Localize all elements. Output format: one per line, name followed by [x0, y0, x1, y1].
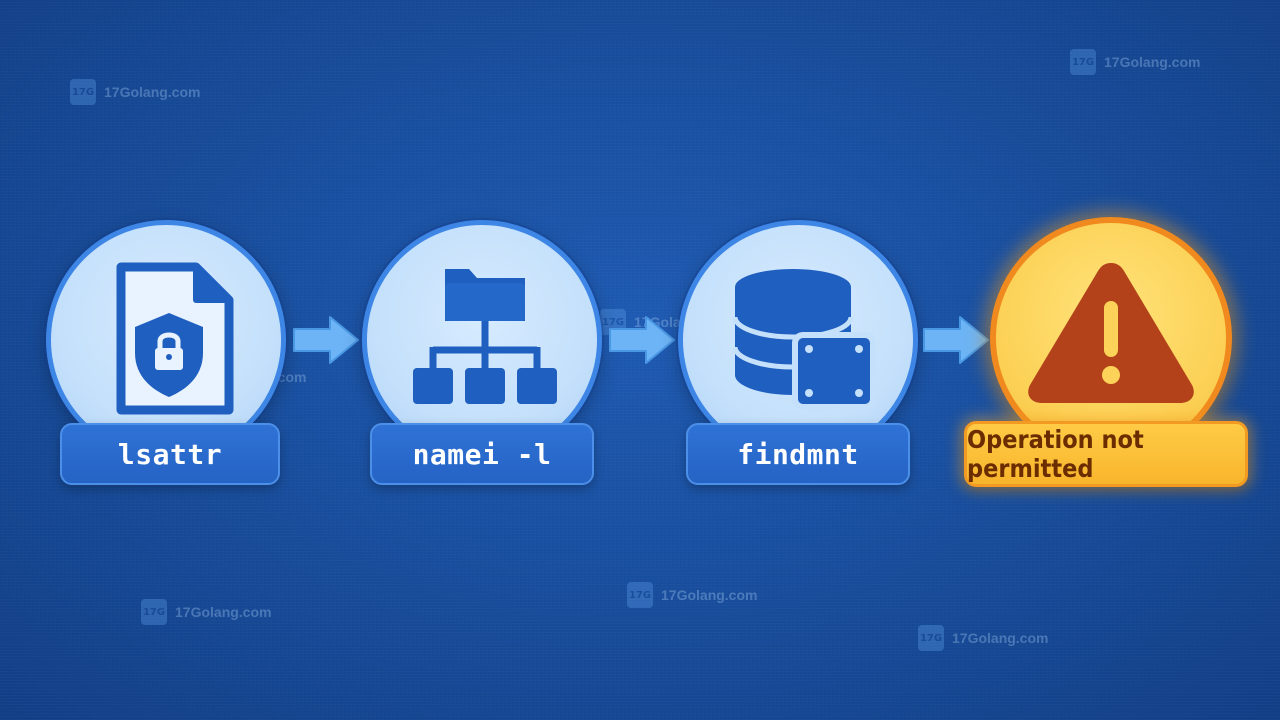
step-label: namei -l [370, 423, 594, 485]
watermark-logo-icon: 17G [141, 599, 167, 625]
arrow-right-icon [293, 316, 359, 364]
watermark: 17G 17Golang.com [141, 599, 271, 625]
folder-tree-icon [413, 269, 557, 404]
watermark-text: 17Golang.com [661, 587, 758, 603]
step-label: lsattr [60, 423, 280, 485]
watermark-text: 17Golang.com [952, 630, 1049, 646]
arrow-right-icon [609, 316, 675, 364]
watermark-logo-icon: 17G [70, 79, 96, 105]
step-circle [362, 220, 602, 460]
warning-triangle-icon [1028, 263, 1194, 403]
watermark-logo-icon: 17G [918, 625, 944, 651]
watermark-text: 17Golang.com [104, 84, 201, 100]
arrow-right-icon [923, 316, 989, 364]
file-shield-lock-icon [116, 262, 234, 415]
step-label: findmnt [686, 423, 910, 485]
step-circle [678, 220, 918, 460]
watermark-text: 17Golang.com [175, 604, 272, 620]
watermark: 17G 17Golang.com [627, 582, 757, 608]
watermark-logo-icon: 17G [1070, 49, 1096, 75]
watermark-text: 17Golang.com [1104, 54, 1201, 70]
error-message: Operation not permitted [964, 421, 1248, 487]
step-circle [990, 217, 1232, 459]
database-disk-icon [732, 269, 876, 410]
watermark: 17G 17Golang.com [918, 625, 1048, 651]
watermark: 17G 17Golang.com [70, 79, 200, 105]
watermark: 17G 17Golang.com [1070, 49, 1200, 75]
watermark-logo-icon: 17G [627, 582, 653, 608]
step-circle [46, 220, 286, 460]
